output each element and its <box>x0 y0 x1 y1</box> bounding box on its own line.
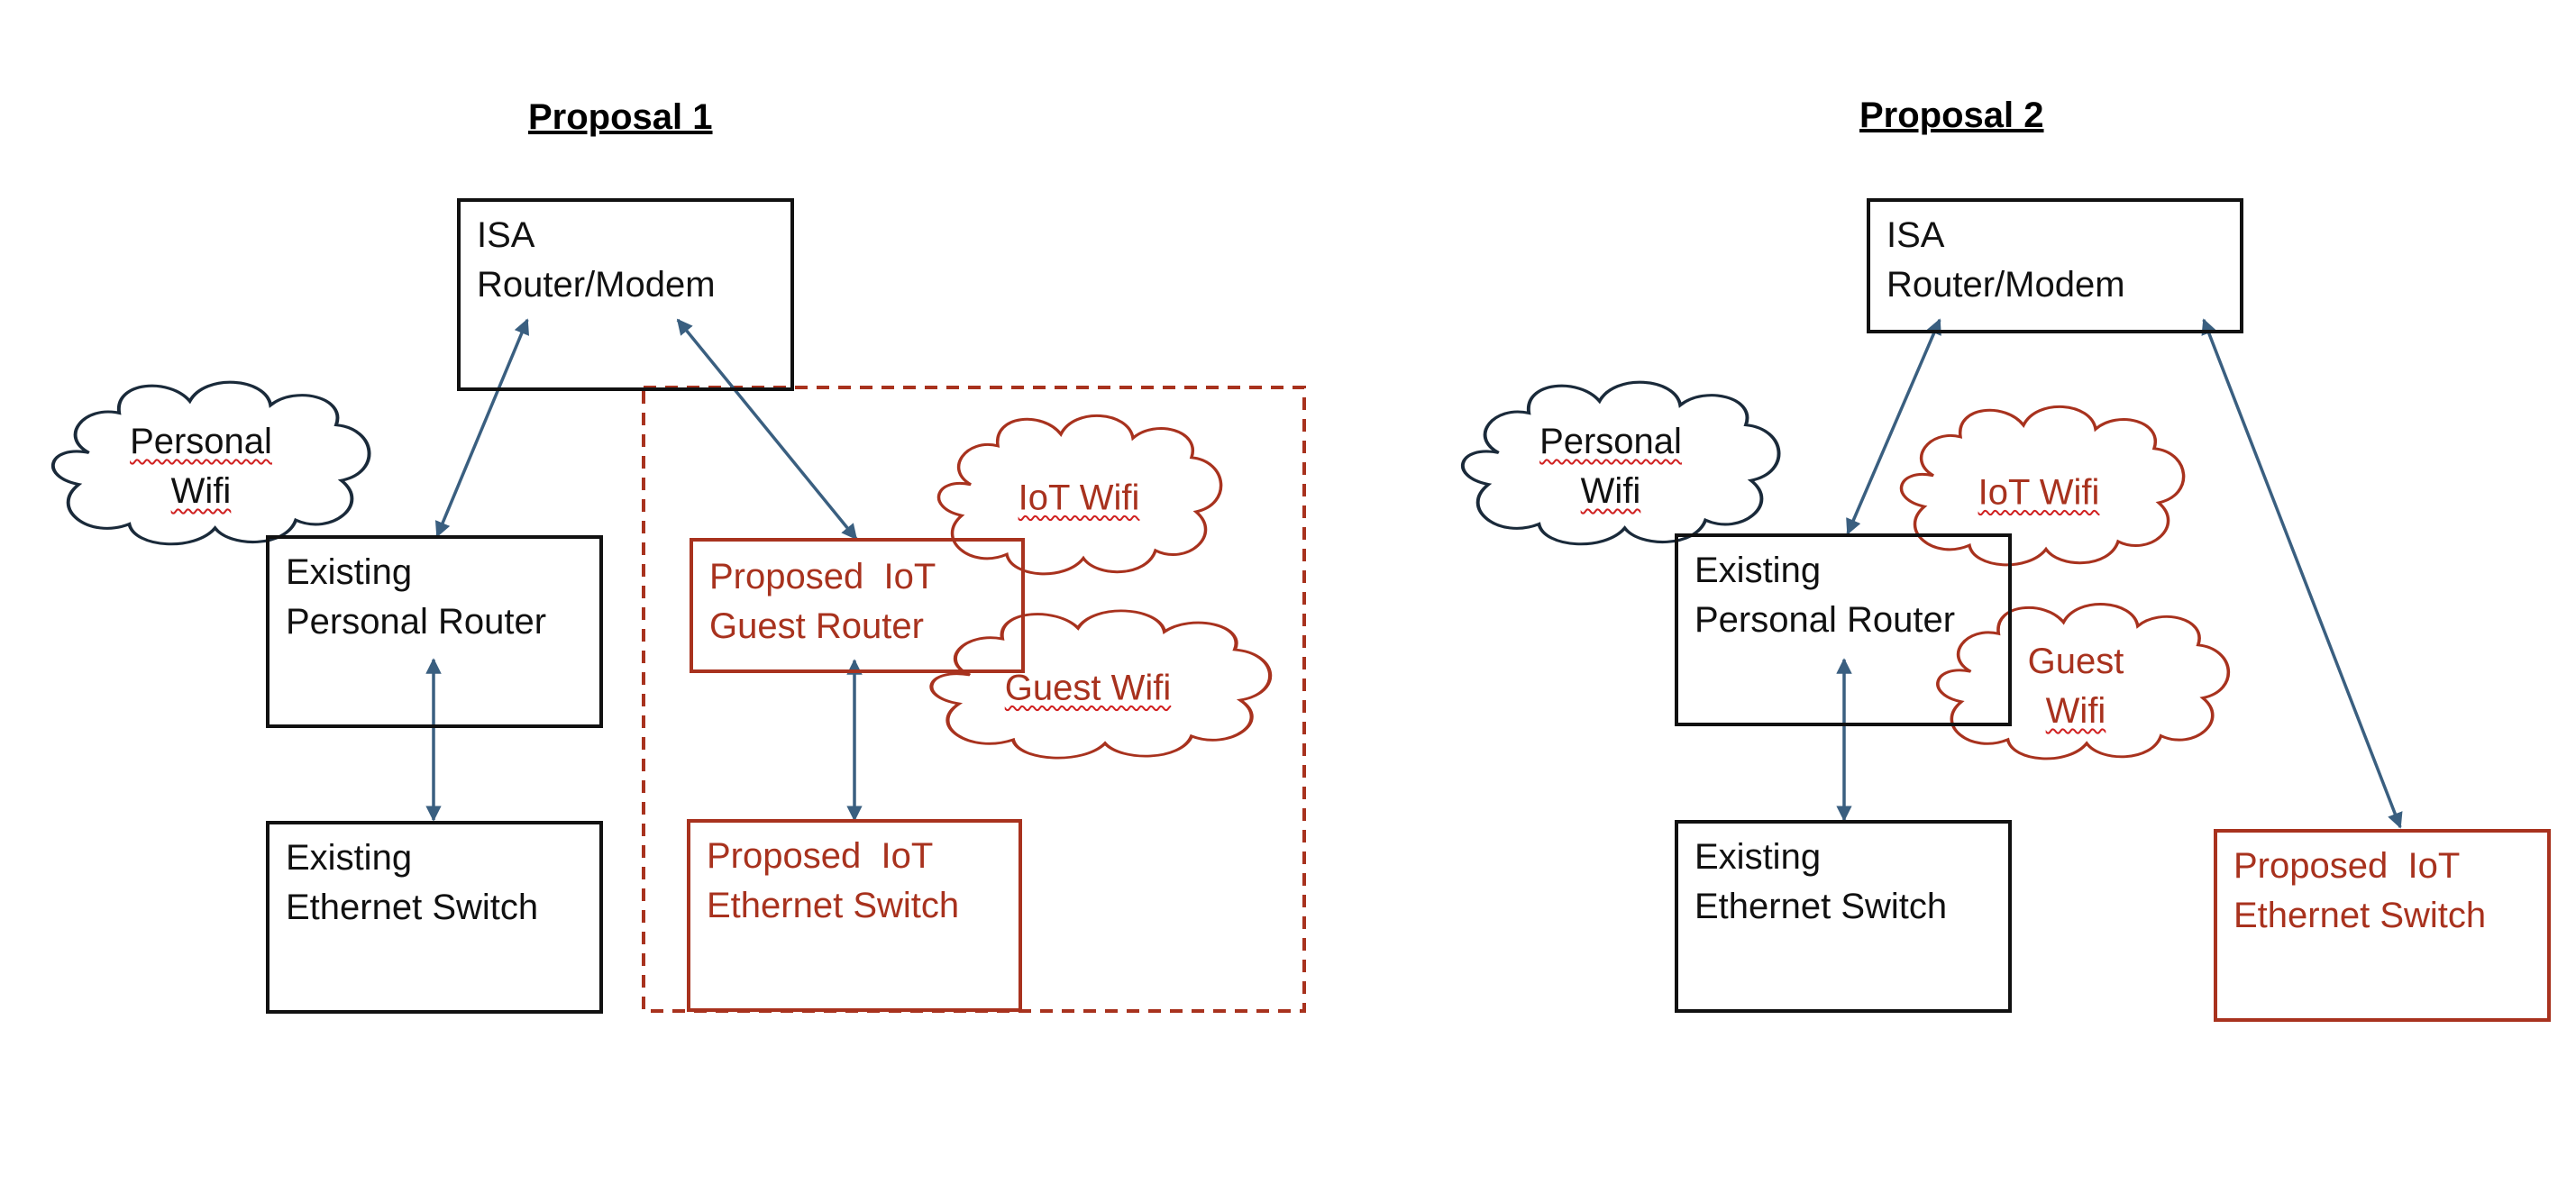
proposed-iot-guest-router-box: Proposed IoT Guest Router <box>690 538 1025 673</box>
proposed-iot-ethernet-switch-box-1: Proposed IoT Ethernet Switch <box>687 819 1022 1012</box>
guest-wifi2-text-line-1: Guest <box>2027 642 2124 681</box>
personal-wifi-text-line-2: Wifi <box>170 471 232 511</box>
iot-guest-zone-boundary <box>642 386 1306 1013</box>
personal-wifi-text-line-1: Personal <box>130 422 272 461</box>
personal-wifi-label-1: Personal Wifi <box>130 417 272 516</box>
proposed-iot-ethernet-switch-box-2: Proposed IoT Ethernet Switch <box>2214 829 2551 1022</box>
iot-guest-router-label-line-2: Guest Router <box>709 606 924 646</box>
proposal-1-title: Proposal 1 <box>528 97 713 137</box>
isa-router-label-line-1: ISA <box>477 215 535 255</box>
existing-router2-label-line-1: Existing <box>1694 551 1822 590</box>
personal-wifi2-text-line-2: Wifi <box>1580 471 1641 511</box>
iot-switch2-label-line-1: Proposed IoT <box>2233 846 2461 886</box>
iot-guest-router-label-line-1: Proposed IoT <box>709 557 936 596</box>
existing-switch2-label-line-2: Ethernet Switch <box>1694 887 1948 926</box>
isa-router-modem-box-2: ISA Router/Modem <box>1867 198 2243 333</box>
iot-switch-label-line-1: Proposed IoT <box>707 836 934 876</box>
guest-wifi2-text-line-2: Wifi <box>2045 691 2106 731</box>
guest-wifi-label-2: Guest Wifi <box>2028 637 2124 736</box>
arrow-isa-to-existing-router-2 <box>1846 318 1941 535</box>
proposal-2-title: Proposal 2 <box>1859 96 2044 135</box>
existing-switch2-label-line-1: Existing <box>1694 837 1822 877</box>
iot-wifi-label-2: IoT Wifi <box>1978 469 2100 518</box>
isa-router-modem-box-1: ISA Router/Modem <box>457 198 794 391</box>
personal-wifi-label-2: Personal Wifi <box>1539 417 1682 516</box>
isa-router-label-line-2: Router/Modem <box>477 265 716 305</box>
existing-switch-label-line-1: Existing <box>286 838 413 878</box>
existing-router-label-line-1: Existing <box>286 552 413 592</box>
arrow-isa-to-iot-guest-router <box>676 318 858 541</box>
iot-switch2-label-line-2: Ethernet Switch <box>2233 896 2487 935</box>
iot-switch-label-line-2: Ethernet Switch <box>707 886 960 925</box>
iot-wifi-label-1: IoT Wifi <box>1019 474 1140 524</box>
iot-wifi2-text: IoT Wifi <box>1978 472 2100 513</box>
existing-router2-label-line-2: Personal Router <box>1694 600 1956 640</box>
isa-router2-label-line-1: ISA <box>1886 215 1945 255</box>
existing-ethernet-switch-box-1: Existing Ethernet Switch <box>266 821 603 1014</box>
isa-router2-label-line-2: Router/Modem <box>1886 265 2125 305</box>
existing-ethernet-switch-box-2: Existing Ethernet Switch <box>1675 820 2012 1013</box>
existing-router-label-line-2: Personal Router <box>286 602 547 642</box>
guest-wifi-text-1: Guest Wifi <box>1004 668 1172 708</box>
existing-personal-router-box-1: Existing Personal Router <box>266 535 603 728</box>
existing-switch-label-line-2: Ethernet Switch <box>286 888 539 927</box>
arrow-isa-to-iot-switch-2 <box>2201 318 2403 829</box>
personal-wifi2-text-line-1: Personal <box>1539 422 1682 461</box>
iot-wifi-text-1: IoT Wifi <box>1018 478 1140 518</box>
guest-wifi-label-1: Guest Wifi <box>1005 664 1171 714</box>
existing-personal-router-box-2: Existing Personal Router <box>1675 533 2012 726</box>
arrow-isa-to-existing-router-1 <box>434 318 530 538</box>
